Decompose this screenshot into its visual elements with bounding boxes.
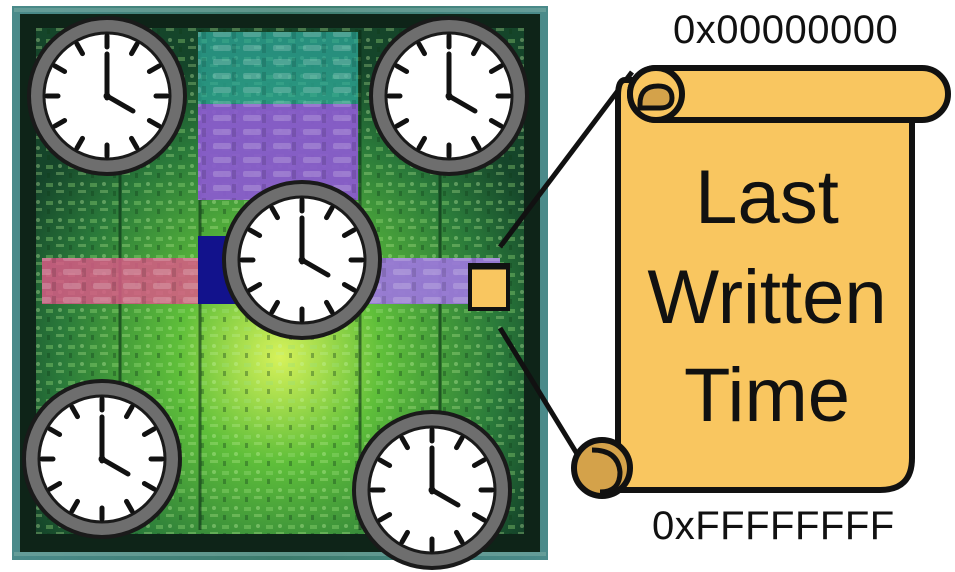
- clock-icon: [24, 381, 180, 537]
- address-end-label: 0xFFFFFFFF: [652, 504, 895, 548]
- scroll-text-time: Time: [683, 353, 851, 438]
- scroll-icon: [571, 65, 951, 499]
- zoom-line-top: [498, 70, 634, 249]
- clock-icon: [354, 412, 510, 568]
- scroll-text-last: Last: [695, 155, 839, 240]
- zoom-line-bottom: [497, 326, 585, 464]
- clock-icon: [29, 18, 185, 174]
- clock-icon: [371, 18, 527, 174]
- memory-cell-icon: [468, 263, 510, 311]
- clock-icon: [224, 182, 380, 338]
- address-start-label: 0x00000000: [673, 8, 899, 52]
- scroll-text-written: Written: [647, 255, 887, 340]
